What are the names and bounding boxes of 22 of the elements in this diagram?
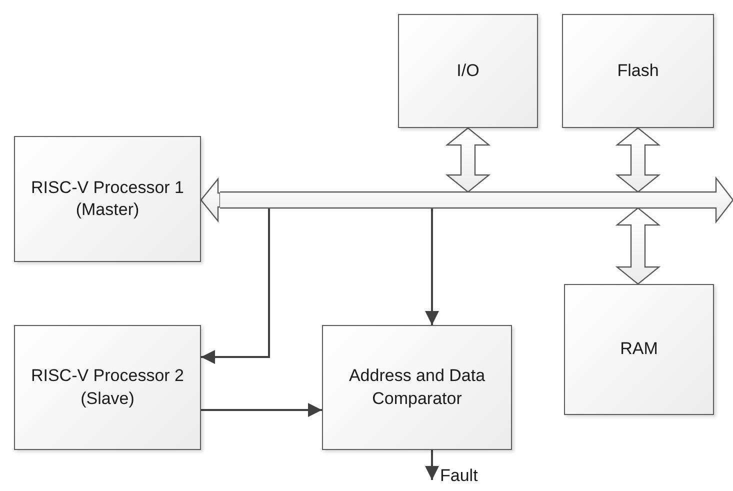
- bus-arrow: [445, 127, 491, 193]
- arrow: [201, 403, 322, 417]
- block-label: RISC-V Processor 1 (Master): [30, 176, 186, 221]
- bus-arrow: [615, 127, 661, 193]
- output-label: Fault: [440, 467, 478, 484]
- block-label: RISC-V Processor 2 (Slave): [30, 365, 186, 410]
- block-box: [398, 14, 538, 128]
- arrow: [425, 208, 439, 325]
- block-box: [14, 325, 201, 450]
- block-label: Address and Data Comparator: [348, 365, 486, 410]
- block-box: [322, 325, 512, 450]
- block-label: I/O: [456, 60, 480, 82]
- system-bus: [220, 178, 733, 222]
- arrow: [201, 208, 270, 364]
- block-box: [562, 14, 714, 128]
- bus-arrow: [615, 207, 661, 285]
- block-label: Flash: [617, 60, 659, 82]
- arrow: [425, 450, 439, 480]
- block-box: [14, 136, 201, 262]
- block-box: [564, 284, 714, 415]
- block-label: RAM: [620, 338, 658, 360]
- bus-arrow: [200, 177, 221, 223]
